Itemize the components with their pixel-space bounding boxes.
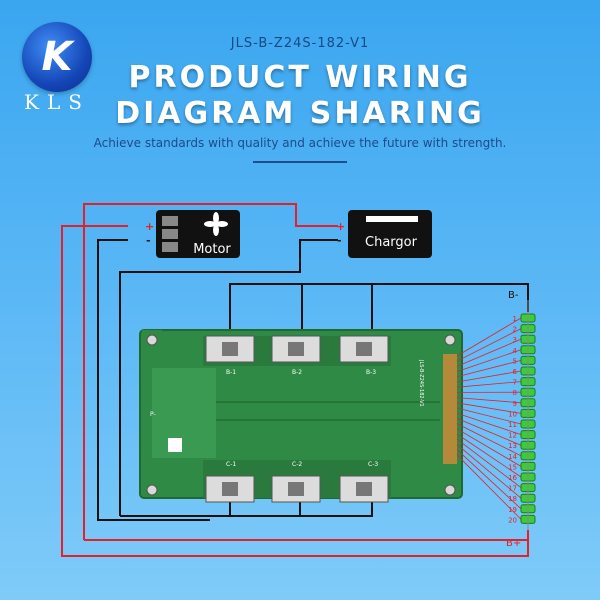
board-label-b1: B-1 <box>226 369 236 376</box>
sense-wires <box>456 317 522 520</box>
cell-number: 16 <box>508 474 517 482</box>
sense-wire <box>456 423 522 457</box>
sense-wire <box>456 381 522 388</box>
sense-wire <box>456 444 522 499</box>
kls-logo: K <box>22 22 92 92</box>
cell-number: 13 <box>508 442 517 450</box>
cell-number: 4 <box>513 347 518 355</box>
cell-number: 18 <box>508 495 517 503</box>
subtitle: Achieve standards with quality and achie… <box>93 136 507 150</box>
sense-wire <box>456 338 522 367</box>
cell-number: 6 <box>513 368 518 376</box>
cell-number: 8 <box>513 389 517 397</box>
board-label-c1: C-1 <box>226 461 236 468</box>
mosfet-top-2 <box>271 335 321 363</box>
board-label-b3: B-3 <box>366 369 376 376</box>
sense-wire <box>456 438 522 488</box>
sense-wire <box>456 428 522 467</box>
motor-label: Motor <box>193 242 231 257</box>
sense-wire <box>456 454 522 520</box>
charger-plus-sign: + <box>336 220 345 233</box>
fan-icon <box>204 212 228 236</box>
cell-number: 1 <box>513 315 517 323</box>
sense-wire <box>456 433 522 478</box>
mosfet-bottom-3 <box>339 475 389 503</box>
board-label-b2: B-2 <box>292 369 302 376</box>
title-line-2: DIAGRAM SHARING <box>115 96 485 131</box>
cell-number: 12 <box>508 432 517 440</box>
cell-number: 9 <box>513 400 517 408</box>
brand-name: KLS <box>24 90 90 114</box>
sense-wire <box>456 349 522 372</box>
model-number: JLS-B-Z24S-182-V1 <box>230 36 370 51</box>
sense-wire <box>456 370 522 383</box>
cell-number: 2 <box>513 326 517 334</box>
charger-minus-sign: - <box>337 234 342 247</box>
cell-number: 15 <box>508 463 517 471</box>
mosfet-bottom-1 <box>205 475 255 503</box>
cell-number: 5 <box>513 357 517 365</box>
cell-number: 11 <box>508 421 517 429</box>
b-plus-label: B+ <box>506 538 521 549</box>
cell-number: 14 <box>508 453 517 461</box>
motor-negative-wire <box>97 239 210 521</box>
sense-wire <box>456 412 522 435</box>
sense-wire <box>456 397 522 404</box>
cell-number: 19 <box>508 506 517 514</box>
title-divider <box>253 161 347 163</box>
board-model-print: JLS-B-Z24S-182-V1 <box>418 359 424 407</box>
logo-letter: K <box>41 34 73 80</box>
cell-number: 10 <box>508 410 517 418</box>
sense-wire <box>456 328 522 362</box>
cell-number: 3 <box>513 336 517 344</box>
mosfet-top-3 <box>339 335 389 363</box>
board-label-p-neg: P- <box>150 411 156 418</box>
sense-wire <box>456 407 522 425</box>
title-line-1: PRODUCT WIRING <box>128 60 472 95</box>
cell-number: 20 <box>508 516 517 524</box>
charger-negative-wire <box>119 239 338 516</box>
cell-number: 7 <box>513 379 517 387</box>
sense-wire <box>456 418 522 446</box>
charger-label: Chargor <box>365 235 418 250</box>
b-minus-wire <box>229 283 529 336</box>
sense-wire <box>456 402 522 414</box>
motor-plus-sign: + <box>145 220 154 233</box>
positive-wire-charger <box>83 203 338 540</box>
mosfet-top-1 <box>205 335 255 363</box>
sense-wire <box>456 449 522 510</box>
sense-wire <box>456 317 522 357</box>
b-minus-label: B- <box>508 290 519 301</box>
board-label-c3: C-3 <box>368 461 378 468</box>
mosfet-bottom-2 <box>271 475 321 503</box>
sense-wire <box>456 360 522 378</box>
cell-number: 17 <box>508 485 517 493</box>
board-label-c2: C-2 <box>292 461 302 468</box>
motor-minus-sign: - <box>146 234 151 247</box>
